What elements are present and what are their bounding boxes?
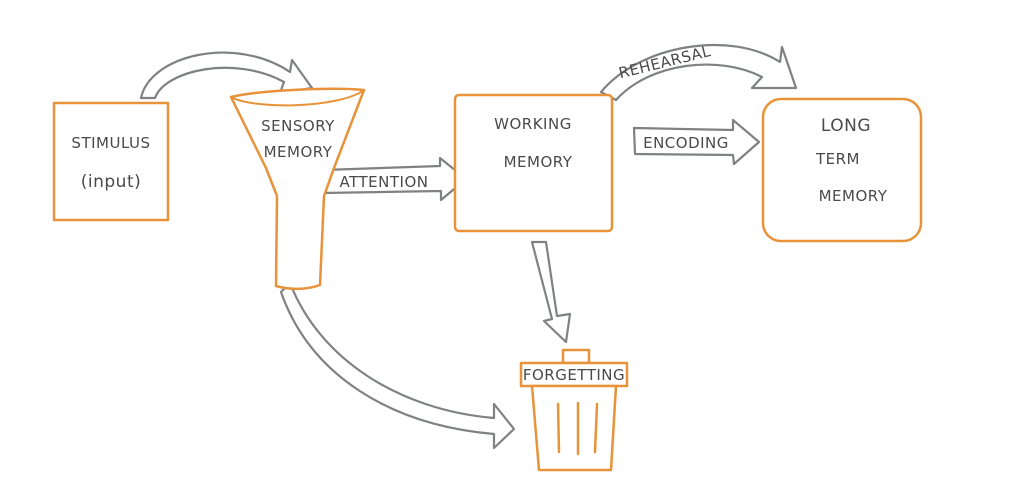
stimulus-node: STIMULUS (input) (52, 101, 170, 222)
rehearsal-label: REHEARSAL (617, 42, 713, 82)
sensory-label-line1: SENSORY (261, 117, 335, 135)
attention-label: ATTENTION (340, 173, 429, 191)
longterm-label-line1: LONG (821, 116, 871, 136)
arrow-rehearsal (599, 44, 798, 102)
funnel-rim (230, 89, 365, 107)
sensory-memory-node: SENSORY MEMORY (229, 87, 366, 291)
funnel-shape (229, 87, 366, 291)
forgetting-label: FORGETTING (523, 366, 625, 384)
working-label-line1: WORKING (494, 115, 572, 133)
stimulus-label-line1: STIMULUS (71, 134, 150, 152)
arrow-sensory-to-forgetting (279, 281, 516, 450)
forgetting-bin: FORGETTING (519, 348, 629, 472)
encoding-label: ENCODING (643, 134, 729, 152)
arrow-attention (320, 156, 468, 202)
trash-can-body (530, 384, 618, 472)
sensory-label-line2: MEMORY (264, 143, 333, 161)
working-memory-node: WORKING MEMORY (453, 93, 614, 233)
arrow-encoding (632, 118, 761, 166)
longterm-label-line3: MEMORY (819, 187, 888, 205)
arrow-stimulus-to-sensory (139, 51, 314, 100)
working-label-line2: MEMORY (504, 153, 573, 171)
long-term-memory-node: LONG TERM MEMORY (761, 97, 923, 243)
stimulus-label-line2: (input) (81, 172, 142, 192)
longterm-label-line2: TERM (815, 150, 860, 168)
arrow-working-to-forgetting (530, 240, 572, 344)
